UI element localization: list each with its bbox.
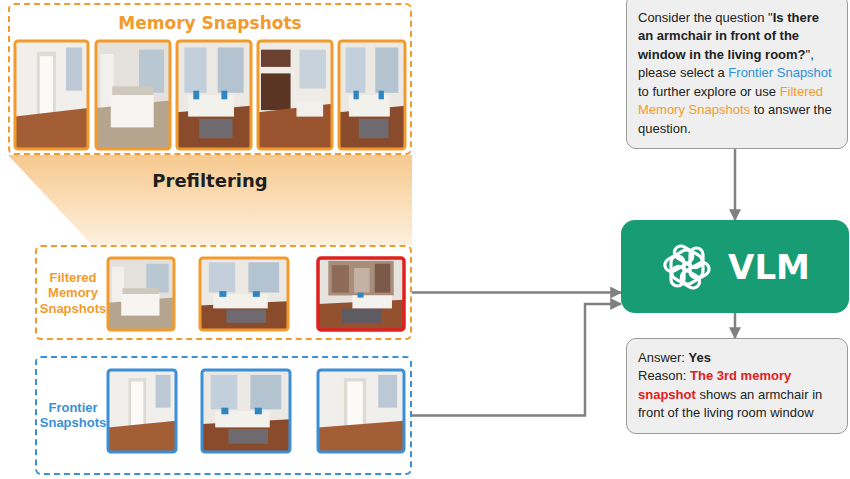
filtered-thumbnails — [108, 258, 404, 330]
memory-thumbnails — [15, 41, 405, 149]
prompt-box-text: Frontier Snapshot — [728, 65, 831, 80]
flow-arrow — [734, 149, 737, 220]
frontier-thumbnails — [108, 370, 404, 452]
answer-box-text: Yes — [689, 350, 711, 365]
prompt-box-text: to further explore or use — [638, 84, 776, 99]
flow-arrow — [734, 313, 737, 338]
filtered-group: Filtered Memory Snapshots — [35, 245, 412, 340]
vlm-box-text: VLM — [728, 247, 810, 287]
prefilter-funnel — [8, 155, 412, 245]
answer-box-text: Reason: — [638, 368, 686, 383]
flow-arrow — [412, 304, 621, 416]
answer-box: Answer: YesReason: The 3rd memory snapsh… — [626, 338, 848, 434]
prefilter-band: Prefiltering — [8, 155, 412, 245]
prompt-box-text: Consider the question " — [638, 10, 773, 25]
frontier-group: Frontier Snapshots — [35, 356, 412, 475]
memory-group-text: Memory Snapshots — [118, 13, 301, 33]
memory-group: Memory Snapshots — [8, 3, 412, 155]
filtered-group-text: Filtered Memory Snapshots — [40, 269, 106, 315]
vlm-logo — [660, 240, 714, 294]
prompt-box: Consider the question "Is there an armch… — [626, 0, 848, 149]
prefilter-band-text: Prefiltering — [152, 170, 267, 191]
frontier-group-text: Frontier Snapshots — [40, 400, 106, 431]
flow-arrow — [412, 291, 621, 294]
answer-box-text: Answer: — [638, 350, 685, 365]
vlm-box: VLM — [621, 220, 849, 313]
